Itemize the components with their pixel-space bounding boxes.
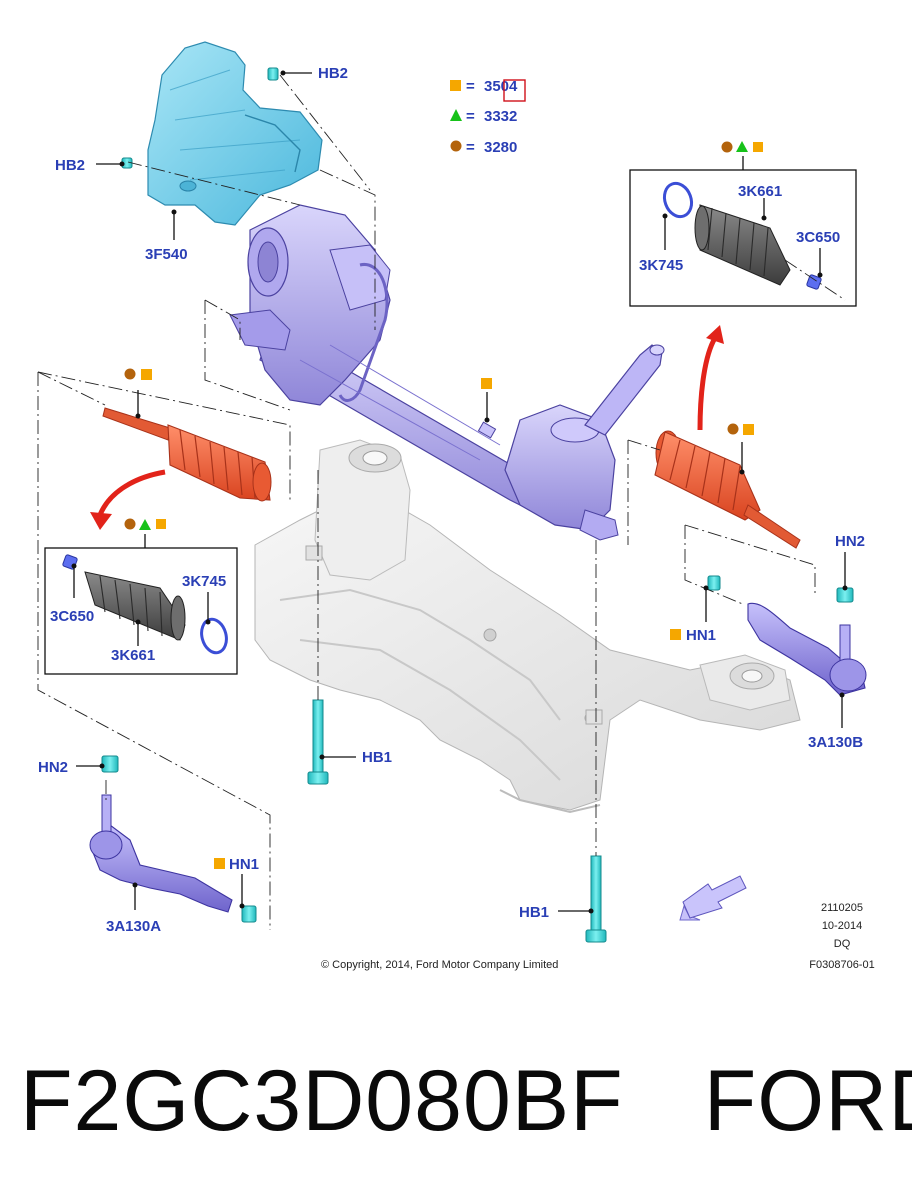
- steering-rack-assembly: [229, 204, 665, 541]
- label-3k745-right: 3K745: [639, 257, 683, 274]
- label-hn2-left: HN2: [38, 759, 68, 776]
- boot-left-orange: [102, 407, 272, 502]
- label-hn2-right: HN2: [835, 533, 865, 550]
- alignment-lines: [37, 74, 816, 930]
- label-3a130b: 3A130B: [808, 734, 863, 751]
- legend-equals-3: =: [466, 139, 475, 156]
- symbols-inset-right: [721, 141, 763, 170]
- legend-square-icon: [450, 80, 461, 91]
- bolt-hb2-top: [267, 67, 279, 81]
- info-line-4: F0308706-01: [809, 959, 874, 971]
- label-3c650-left: 3C650: [50, 608, 94, 625]
- info-line-2: 10-2014: [822, 920, 862, 932]
- legend-code-3504: 3504: [484, 78, 518, 95]
- red-arrow-right: [697, 325, 724, 431]
- subframe: [254, 439, 801, 814]
- label-3f540: 3F540: [145, 246, 188, 263]
- symbol-hn1-left: [214, 858, 225, 869]
- bolt-hb1-bottom: [585, 855, 607, 943]
- symbols-boot-right: [727, 423, 754, 435]
- label-3k745-left: 3K745: [182, 573, 226, 590]
- label-3a130a: 3A130A: [106, 918, 161, 935]
- part-labels: HB2 HB2 3F540 3K661 3K745 3C650 3K745 3C…: [38, 65, 865, 935]
- label-3c650-right: 3C650: [796, 229, 840, 246]
- view-direction-arrow: [679, 875, 747, 921]
- info-line-3: DQ: [834, 938, 851, 950]
- legend-circle-icon: [450, 140, 462, 152]
- label-hb1-mid: HB1: [362, 749, 392, 766]
- symbol-hn1-right: [670, 629, 681, 640]
- legend-equals-1: =: [466, 78, 475, 95]
- red-arrow-left: [90, 469, 166, 530]
- inset-box-left: [44, 547, 238, 675]
- part-number: F2GC3D080BF: [20, 1053, 624, 1149]
- leader-lines: [71, 70, 848, 914]
- symbols-rack: [481, 378, 492, 389]
- info-line-1: 2110205: [821, 902, 863, 914]
- legend: = 3504 = 3332 = 3280: [450, 78, 526, 156]
- legend-highlight-box: [503, 79, 526, 102]
- legend-code-3332: 3332: [484, 108, 517, 125]
- brand-name: FORD: [703, 1053, 912, 1149]
- bolt-hb1-mid: [307, 699, 329, 785]
- label-3k661-left: 3K661: [111, 647, 155, 664]
- label-hb1-bottom: HB1: [519, 904, 549, 921]
- heat-shield: [147, 41, 323, 226]
- label-hb2-left: HB2: [55, 157, 85, 174]
- bottom-caption: F2GC3D080BF FORD: [20, 1052, 912, 1151]
- legend-triangle-icon: [450, 109, 462, 121]
- label-hb2-top: HB2: [318, 65, 348, 82]
- label-hn1-right: HN1: [686, 627, 716, 644]
- symbols-boot-left: [124, 368, 152, 380]
- steering-gear-diagram: = 3504 = 3332 = 3280 HB2 HB2 3F540 3K661…: [37, 41, 875, 971]
- info-block: 2110205 10-2014 DQ F0308706-01 © Copyrig…: [321, 902, 875, 971]
- boot-right-orange: [654, 430, 801, 549]
- legend-code-3280: 3280: [484, 139, 517, 156]
- label-3k661-right: 3K661: [738, 183, 782, 200]
- symbols-inset-left: [124, 518, 166, 530]
- legend-equals-2: =: [466, 108, 475, 125]
- copyright-text: © Copyright, 2014, Ford Motor Company Li…: [321, 959, 558, 971]
- inset-box-right: [629, 169, 857, 307]
- label-hn1-left: HN1: [229, 856, 259, 873]
- tie-rod-end-right: [707, 575, 867, 696]
- tie-rod-end-left: [89, 755, 257, 923]
